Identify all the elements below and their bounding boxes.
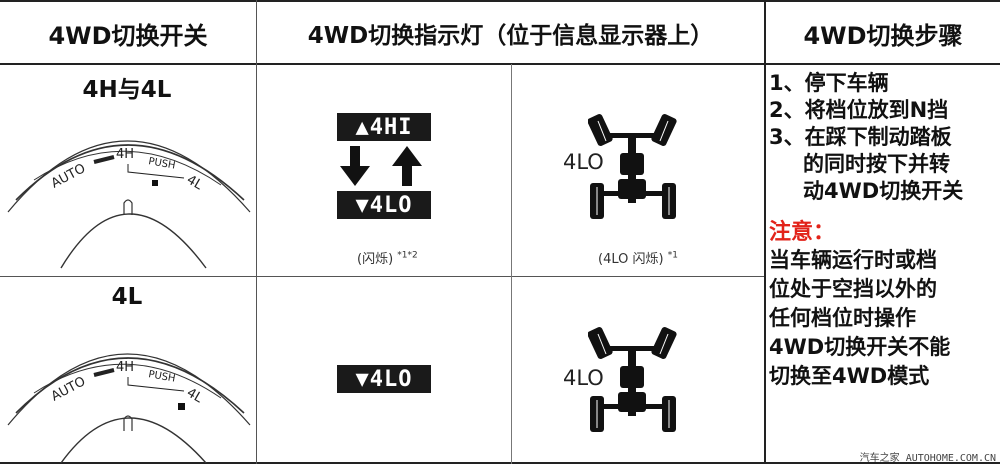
header-indicator: 4WD切换指示灯（位于信息显示器上）: [307, 23, 714, 49]
indicator-4lo: ▼4LO: [337, 191, 431, 219]
step-1: 1、停下车辆: [769, 71, 889, 95]
caption-4lo-flashing: (4LO 闪烁) *1: [598, 250, 678, 267]
arrow-down-icon: [340, 146, 370, 186]
dial-4l-label: 4L: [184, 172, 206, 193]
indicator-4lo-steady: ▼4LO: [337, 365, 431, 393]
row-divider: [0, 276, 765, 277]
dial-4h-label: 4H: [116, 360, 134, 375]
header-steps: 4WD切换步骤: [803, 21, 963, 50]
step-3: 3、在踩下制动踏板: [769, 125, 952, 149]
dial-push-label: PUSH: [147, 156, 176, 172]
header-switch: 4WD切换开关: [48, 21, 208, 50]
watermark: 汽车之家 AUTOHOME.COM.CN: [859, 453, 996, 464]
step-2: 2、将档位放到N挡: [769, 98, 949, 122]
row2-label: 4L: [111, 284, 143, 310]
caption-flashing: (闪烁) *1*2: [357, 250, 418, 267]
col-divider-2: [511, 64, 512, 464]
note-line-4: 4WD切换开关不能: [769, 335, 951, 359]
note-line-3: 任何档位时操作: [769, 306, 916, 330]
note-line-1: 当车辆运行时或档: [769, 248, 937, 272]
top-border: [0, 0, 1000, 2]
note-line-5: 切换至4WD模式: [769, 364, 930, 388]
col-divider-1: [256, 0, 257, 464]
drive-label-4lo: 4LO: [563, 150, 604, 174]
dial-4h-label: 4H: [116, 147, 134, 162]
step-3-line-3: 动4WD切换开关: [803, 179, 964, 203]
dial-push-label: PUSH: [147, 369, 176, 385]
header-divider: [0, 63, 1000, 65]
dial-auto-label: AUTO: [49, 374, 88, 404]
switch-dial-4h-4l: AUTO 4H PUSH 4L: [7, 140, 251, 269]
note-line-2: 位处于空挡以外的: [769, 277, 937, 301]
drive-label-4lo: 4LO: [563, 366, 604, 390]
col-divider-3: [764, 0, 766, 464]
drivetrain-icon: [588, 114, 677, 219]
bottom-border: [0, 462, 1000, 464]
dial-4l-label: 4L: [184, 385, 206, 406]
switch-dial-4l: AUTO 4H PUSH 4L: [7, 353, 251, 463]
row1-label: 4H与4L: [82, 77, 172, 103]
indicator-4hi: ▲4HI: [337, 113, 431, 141]
note-title: 注意：: [769, 220, 836, 245]
steps-panel: 1、停下车辆 2、将档位放到N挡 3、在踩下制动踏板 的同时按下并转 动4WD切…: [769, 70, 999, 391]
arrow-up-icon: [392, 146, 422, 186]
step-3-line-2: 的同时按下并转: [803, 152, 950, 176]
drivetrain-icon: [588, 327, 677, 432]
dial-auto-label: AUTO: [49, 161, 88, 191]
